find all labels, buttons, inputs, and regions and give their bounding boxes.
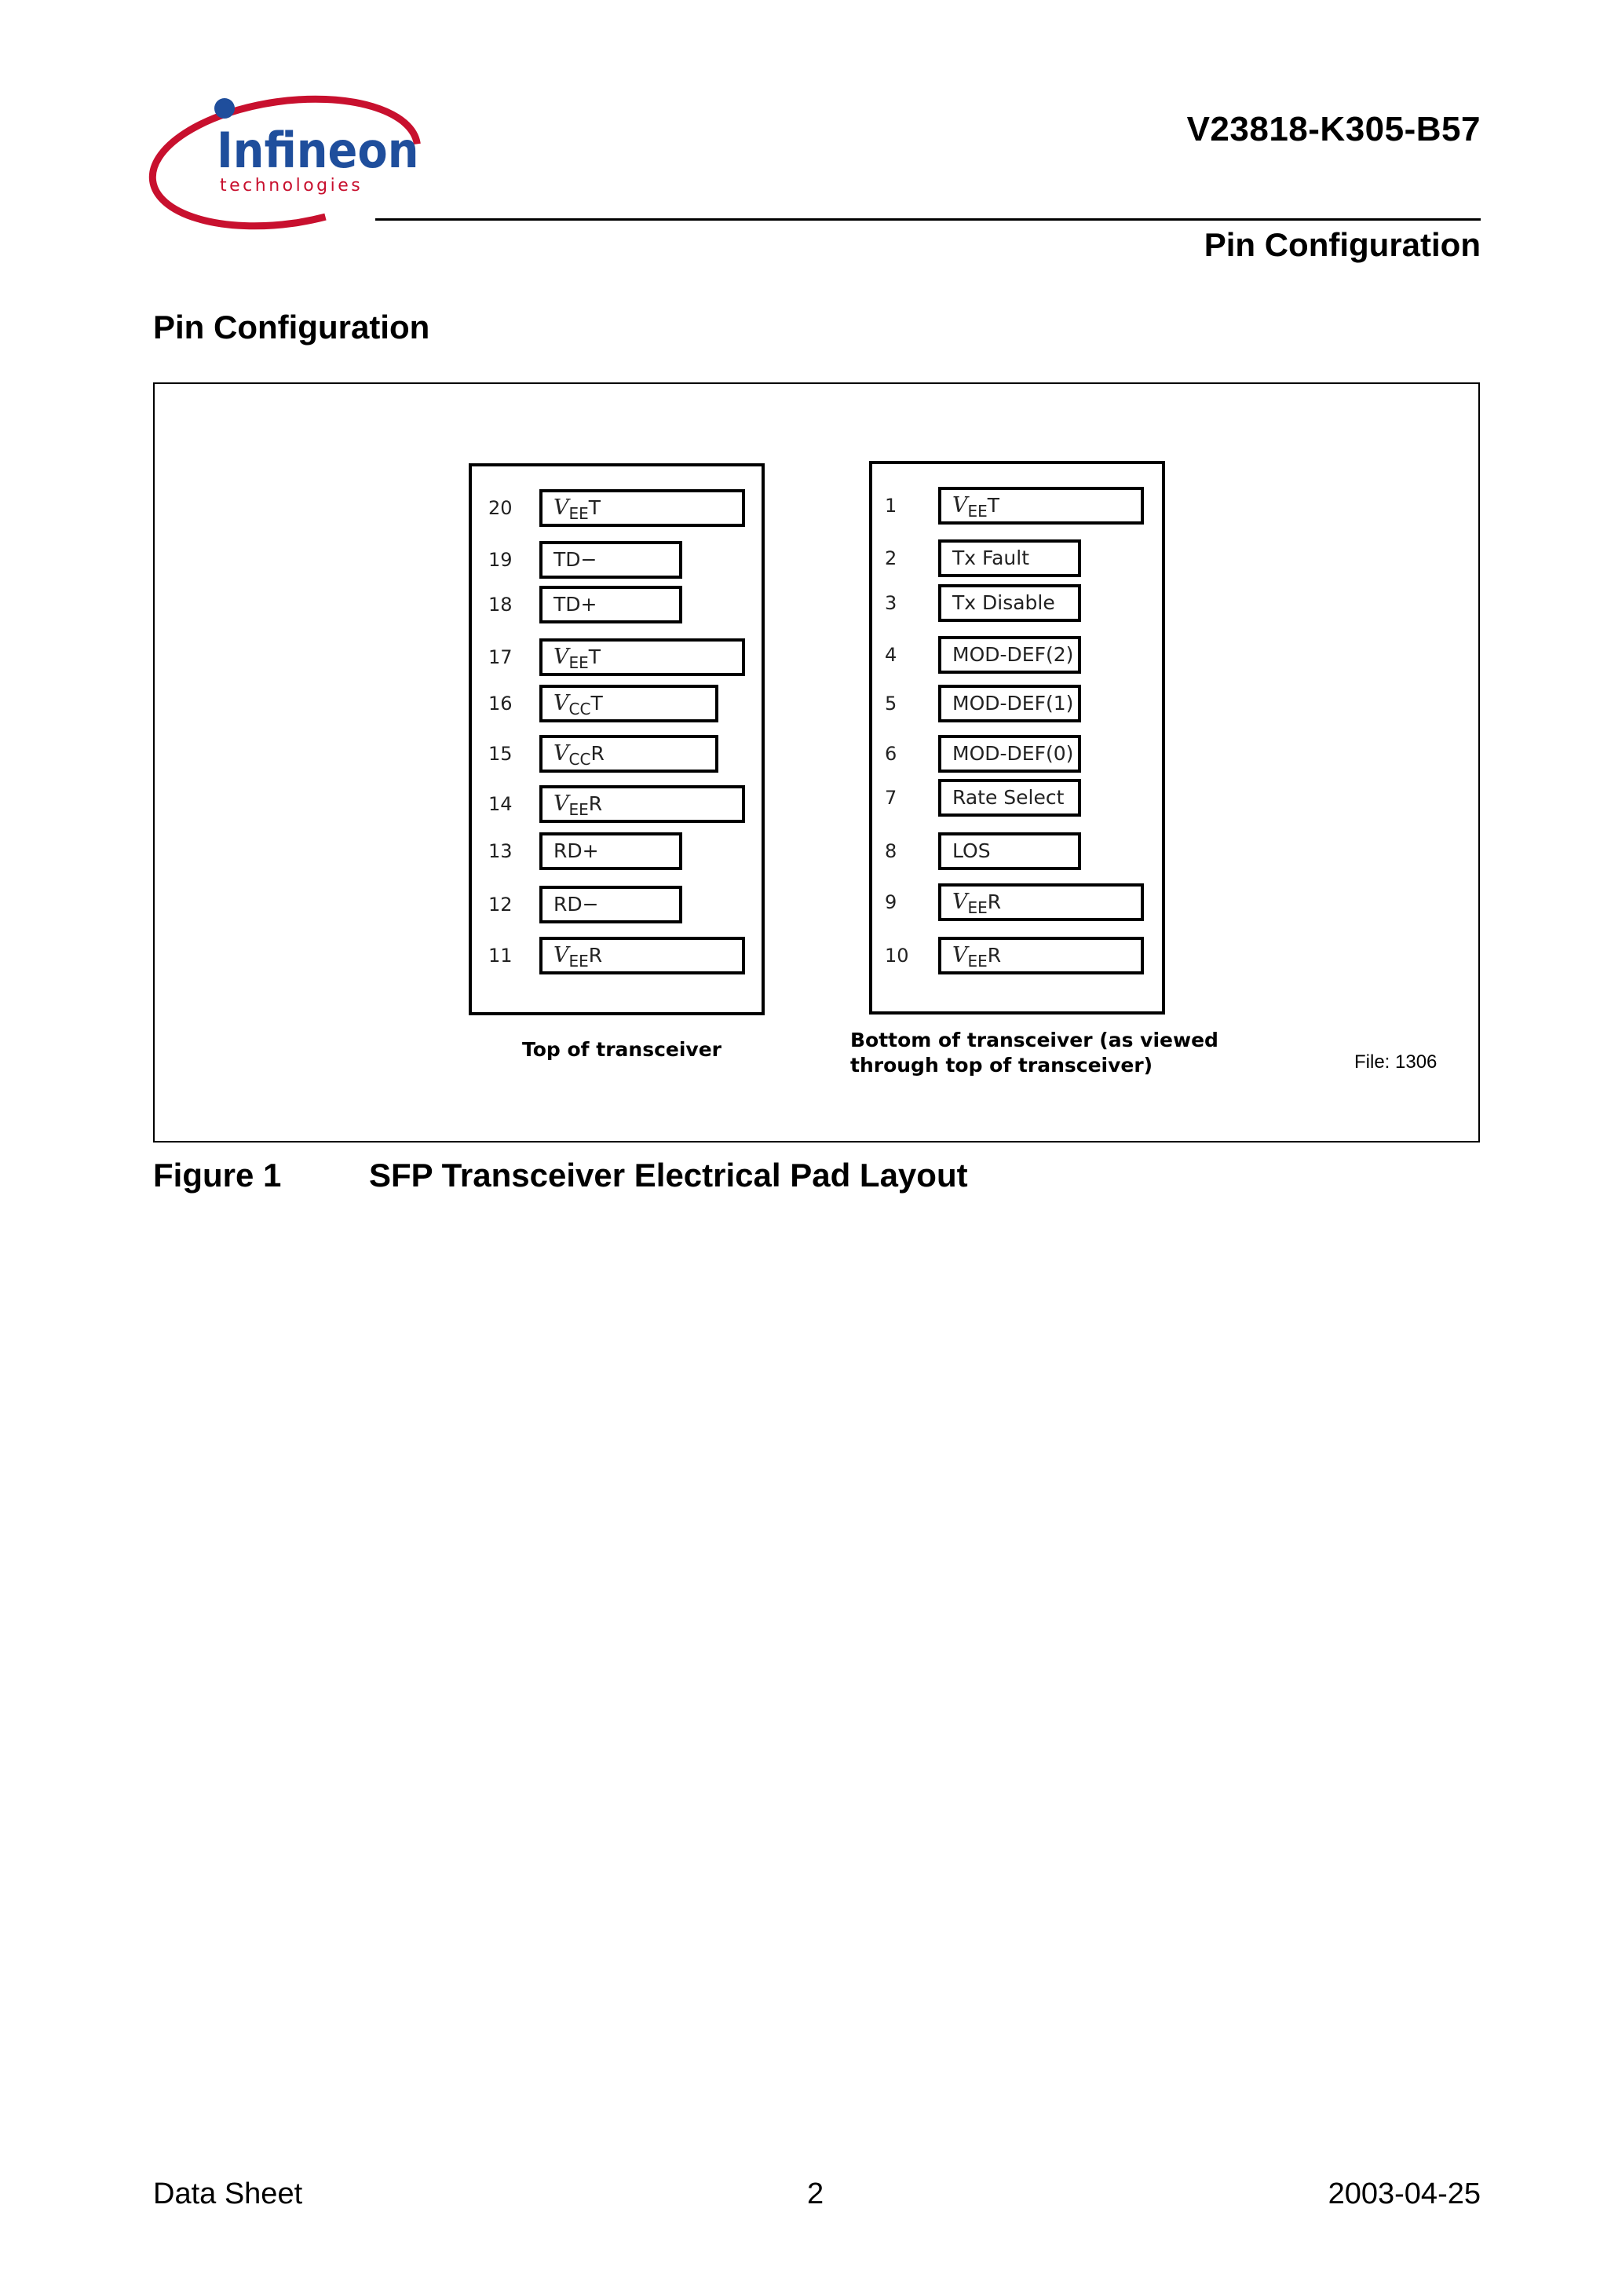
bottom-panel-caption-line1: Bottom of transceiver (as viewed — [850, 1029, 1218, 1051]
pin-number: 5 — [885, 693, 897, 715]
infineon-logo: Infineon technologies — [148, 95, 422, 230]
pin-pad: MOD-DEF(2) — [938, 636, 1081, 674]
pin-number: 2 — [885, 547, 897, 569]
pin-pad: RD− — [539, 886, 682, 923]
pin-voltage-suffix: R — [590, 742, 605, 765]
footer-date: 2003-04-25 — [1328, 2177, 1481, 2210]
pin-voltage-symbol: V — [553, 691, 569, 715]
pin-pad: VEER — [938, 883, 1144, 921]
pin-number: 12 — [488, 894, 513, 916]
footer-page-number: 2 — [807, 2177, 824, 2210]
pin-number: 9 — [885, 891, 897, 913]
pin-voltage-symbol: V — [553, 943, 569, 967]
pin-voltage-subscript: EE — [967, 502, 988, 521]
figure-frame — [153, 382, 1480, 1143]
header-rule — [375, 218, 1481, 221]
pin-voltage-suffix: R — [987, 890, 1002, 913]
pin-pad: VEET — [938, 487, 1144, 525]
pin-voltage-subscript: EE — [568, 653, 589, 672]
pin-voltage-symbol: V — [553, 792, 569, 816]
pin-voltage-subscript: EE — [967, 952, 988, 971]
pin-number: 15 — [488, 743, 513, 765]
header-section-title: Pin Configuration — [1204, 226, 1481, 263]
pin-voltage-subscript: EE — [568, 504, 589, 523]
pin-number: 1 — [885, 495, 897, 517]
pin-label: RD+ — [553, 839, 599, 862]
bottom-transceiver-panel — [869, 461, 1165, 1015]
pin-pad: VEER — [539, 937, 745, 974]
pin-label: Tx Fault — [952, 547, 1030, 569]
pin-voltage-suffix: R — [588, 792, 603, 815]
pin-voltage-symbol: V — [553, 741, 569, 766]
pin-number: 14 — [488, 793, 513, 815]
pin-number: 16 — [488, 693, 513, 715]
pin-pad: RD+ — [539, 832, 682, 870]
pin-voltage-suffix: T — [588, 645, 601, 668]
part-number: V23818-K305-B57 — [1186, 110, 1481, 148]
pin-label: MOD-DEF(0) — [952, 742, 1074, 765]
top-panel-caption: Top of transceiver — [522, 1038, 722, 1061]
logo-brand: Infineon — [217, 122, 418, 179]
pin-label: TD− — [553, 548, 597, 571]
pin-pad: MOD-DEF(1) — [938, 685, 1081, 722]
pin-label: RD− — [553, 893, 599, 916]
pin-label: MOD-DEF(2) — [952, 643, 1074, 666]
pin-number: 18 — [488, 594, 513, 616]
bottom-panel-caption-line2: through top of transceiver) — [850, 1054, 1153, 1077]
pin-voltage-suffix: T — [590, 692, 603, 715]
pin-voltage-suffix: T — [987, 494, 1000, 517]
pin-number: 7 — [885, 787, 897, 809]
pin-pad: VCCT — [539, 685, 718, 722]
logo-tagline: technologies — [220, 176, 363, 196]
figure-title: SFP Transceiver Electrical Pad Layout — [369, 1157, 968, 1194]
pin-voltage-subscript: CC — [568, 700, 591, 718]
pin-number: 20 — [488, 497, 513, 519]
pin-pad: VEER — [938, 937, 1144, 974]
pin-pad: Rate Select — [938, 779, 1081, 817]
pin-voltage-suffix: T — [588, 496, 601, 519]
pin-pad: LOS — [938, 832, 1081, 870]
pin-voltage-subscript: EE — [967, 898, 988, 917]
pin-voltage-suffix: R — [588, 944, 603, 967]
top-transceiver-panel — [469, 463, 765, 1015]
pin-label: Rate Select — [952, 786, 1065, 809]
pin-pad: MOD-DEF(0) — [938, 735, 1081, 773]
pin-voltage-symbol: V — [952, 890, 968, 914]
figure-number: Figure 1 — [153, 1157, 282, 1194]
pin-number: 3 — [885, 592, 897, 614]
pin-pad: TD− — [539, 541, 682, 579]
pin-label: MOD-DEF(1) — [952, 692, 1074, 715]
pin-pad: TD+ — [539, 586, 682, 623]
pin-voltage-subscript: EE — [568, 952, 589, 971]
footer-doc-type: Data Sheet — [153, 2177, 303, 2210]
pin-number: 11 — [488, 945, 513, 967]
pin-number: 4 — [885, 644, 897, 666]
pin-number: 17 — [488, 646, 513, 668]
pin-voltage-subscript: CC — [568, 750, 591, 769]
pin-label: TD+ — [553, 593, 597, 616]
pin-number: 8 — [885, 840, 897, 862]
pin-number: 13 — [488, 840, 513, 862]
pin-number: 10 — [885, 945, 909, 967]
pin-pad: VCCR — [539, 735, 718, 773]
pin-voltage-suffix: R — [987, 944, 1002, 967]
pin-pad: VEET — [539, 638, 745, 676]
pin-pad: Tx Fault — [938, 539, 1081, 577]
pin-pad: VEER — [539, 785, 745, 823]
pin-pad: VEET — [539, 489, 745, 527]
pin-voltage-symbol: V — [553, 495, 569, 520]
pin-voltage-symbol: V — [553, 645, 569, 669]
pin-number: 19 — [488, 549, 513, 571]
pin-number: 6 — [885, 743, 897, 765]
pin-voltage-subscript: EE — [568, 800, 589, 819]
section-heading: Pin Configuration — [153, 309, 430, 345]
pin-label: Tx Disable — [952, 591, 1055, 614]
pin-label: LOS — [952, 839, 991, 862]
pin-voltage-symbol: V — [952, 943, 968, 967]
pin-voltage-symbol: V — [952, 493, 968, 517]
file-label: File: 1306 — [1354, 1051, 1438, 1073]
pin-pad: Tx Disable — [938, 584, 1081, 622]
